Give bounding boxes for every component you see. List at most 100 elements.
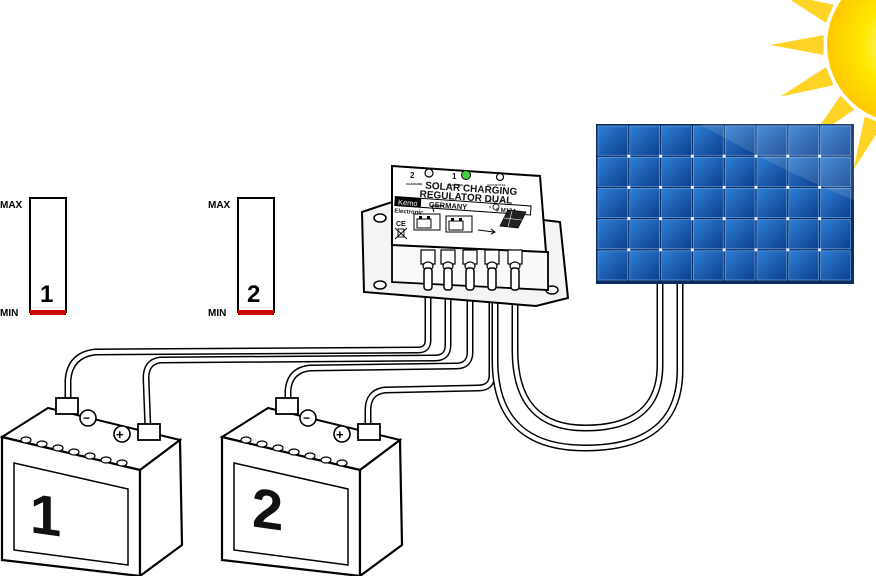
solar-cell: [724, 250, 756, 281]
vent-cap: [272, 444, 284, 452]
recycle-bin-icon: [394, 227, 408, 240]
battery-1-front: [0, 435, 142, 576]
solar-cell: [661, 250, 692, 281]
vent-cap: [304, 452, 316, 460]
vent-cap: [116, 459, 128, 467]
battery-2-minus-sign: −: [303, 411, 310, 425]
gauge-2-max-label: MAX: [208, 200, 231, 211]
battery-1-number: 1: [30, 481, 61, 548]
gauge-1-level-bar: [30, 310, 66, 315]
battery-2: 2 − +: [219, 397, 404, 576]
vent-cap: [256, 440, 268, 448]
cables: [64, 278, 684, 452]
sun-ray: [780, 67, 834, 97]
solar-cell: [820, 219, 851, 250]
ce-mark: CE: [396, 221, 406, 228]
solar-panel: [596, 124, 854, 284]
led-3-caption: ACCUS FULL: [487, 183, 506, 187]
solar-cell: [788, 125, 819, 156]
battery-2-plus-icon: [333, 425, 351, 443]
led-1-caption: CHARGING: [447, 183, 464, 187]
vent-cap: [68, 448, 80, 456]
battery-2-minus-icon: [299, 409, 317, 427]
vent-cap: [288, 448, 300, 456]
battery-1-terminal-minus: [55, 397, 79, 415]
solar-cell: [820, 156, 851, 187]
solar-cell: [597, 250, 629, 281]
solar-cell: [693, 125, 724, 156]
vent-cap: [52, 444, 64, 452]
solar-cell: [756, 219, 788, 250]
battery-1: 1 − +: [0, 397, 184, 576]
solar-cell: [788, 250, 819, 281]
vent-cap: [84, 452, 96, 460]
led-charging-1-icon: [461, 170, 471, 180]
solar-cell: [820, 250, 851, 281]
sun-ray: [770, 35, 824, 55]
battery-2-terminal-plus: [357, 423, 381, 441]
solar-symbol-icon: [488, 199, 527, 229]
solar-cell: [724, 125, 756, 156]
gauge-2-level-bar: [238, 310, 274, 315]
solar-cell: [788, 219, 819, 250]
controller-country: GERMANY: [429, 200, 468, 212]
terminal-block: [420, 249, 523, 291]
solar-cell: [629, 125, 660, 156]
gauge-1-min-label: MIN: [0, 308, 18, 319]
mounting-hole-icon: [373, 213, 387, 223]
solar-cell: [693, 188, 724, 218]
solar-cell: [724, 219, 756, 250]
solar-cell: [629, 250, 660, 281]
battery-1-terminal-plus: [137, 423, 161, 441]
solar-cell: [756, 125, 788, 156]
solar-cell: [629, 156, 660, 187]
vent-cap: [36, 440, 48, 448]
led-1-label: 1: [452, 172, 457, 181]
led-2-label: 2: [410, 171, 415, 180]
controller-model: # M174: [495, 208, 516, 215]
battery-2-terminal-minus: [275, 397, 299, 415]
solar-cell: [629, 188, 660, 218]
solar-cell: [756, 156, 788, 187]
solar-cell: [629, 219, 660, 250]
solar-cell: [693, 250, 724, 281]
battery-1-vent-caps: [20, 436, 128, 467]
battery-1-side: [138, 437, 184, 576]
solar-cell: [661, 219, 692, 250]
solar-cell: [597, 219, 629, 250]
battery-2-plus-sign: +: [336, 427, 344, 442]
battery-2-symbol-icon: [413, 213, 441, 231]
battery-2-side: [358, 437, 404, 576]
battery-1-symbol-icon: [445, 215, 473, 233]
vent-cap: [336, 459, 348, 467]
mounting-hole-icon: [373, 280, 387, 290]
led-charging-2-icon: [424, 168, 434, 178]
solar-cell: [756, 250, 788, 281]
brand-top: Kemo: [398, 198, 418, 208]
solar-cell: [597, 156, 629, 187]
battery-level-gauge-1: MAX MIN 1: [0, 197, 67, 319]
brand-bottom: Electronic: [394, 208, 424, 216]
gauge-1-frame: [29, 197, 67, 313]
solar-cell: [597, 188, 629, 218]
battery-2-vent-caps: [240, 436, 348, 467]
vent-cap: [20, 436, 32, 444]
solar-cell: [693, 219, 724, 250]
battery-1-minus-sign: −: [83, 411, 90, 425]
vent-cap: [240, 436, 252, 444]
solar-panel-glare: [700, 124, 854, 200]
brand-badge: [394, 196, 422, 208]
solar-cell: [756, 188, 788, 218]
sun-ray: [853, 116, 876, 170]
battery-1-minus-icon: [79, 409, 97, 427]
solar-cell: [693, 156, 724, 187]
battery-2-front: [220, 435, 362, 576]
solar-cell: [661, 188, 692, 218]
sun-ray: [790, 0, 834, 23]
solar-cell: [597, 125, 629, 156]
solar-charge-controller: 2 1 CHARGING CHARGING ACCUS FULL SOLAR C…: [360, 164, 570, 308]
cable-gland: [487, 267, 497, 291]
cable-solar-outer: [491, 278, 684, 452]
cable-gland: [423, 267, 433, 291]
gauge-2-min-label: MIN: [208, 308, 226, 319]
